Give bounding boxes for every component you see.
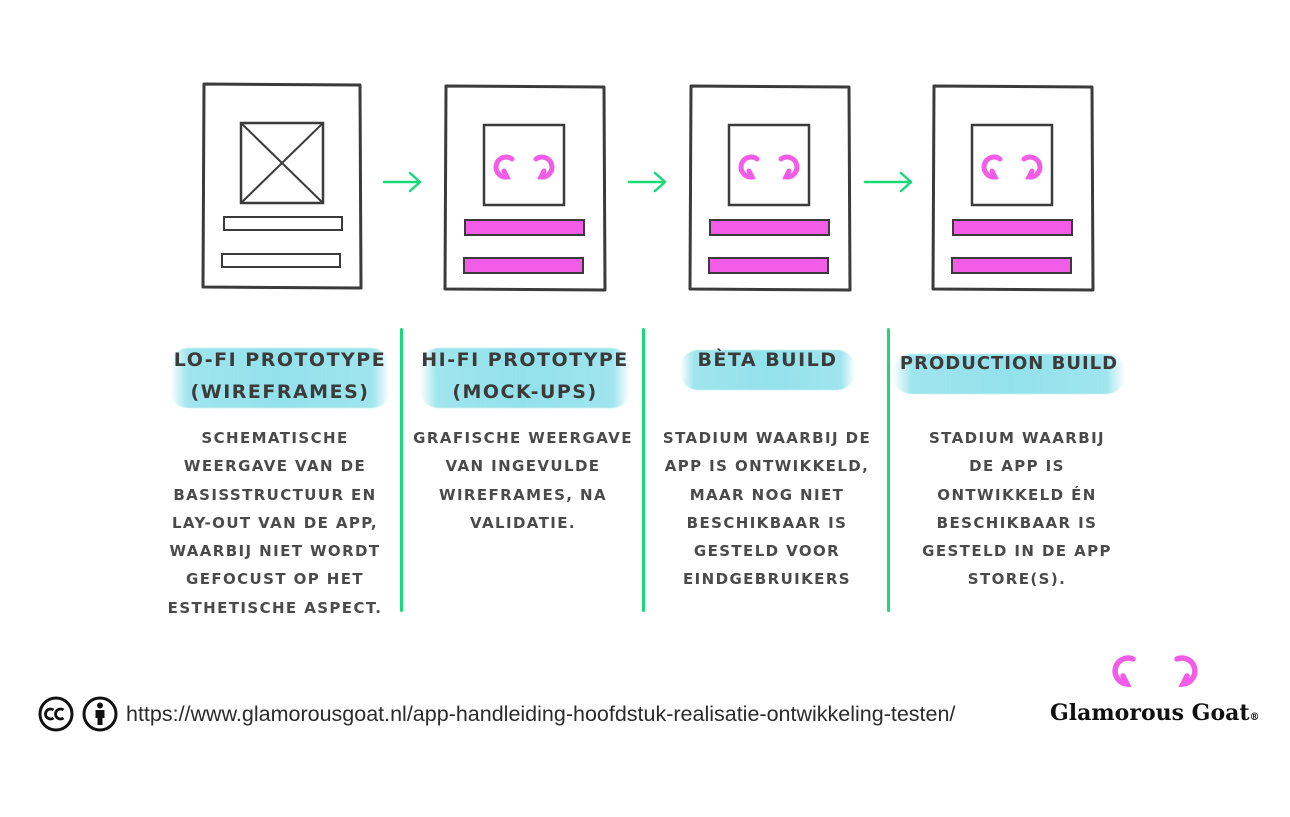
image-placeholder-icon <box>239 121 325 205</box>
highlight-brush <box>680 350 855 390</box>
text-line-placeholder <box>221 253 341 268</box>
goat-logo-icon <box>493 154 555 180</box>
cc-icon <box>38 696 74 732</box>
stage-description: Grafische weergave van ingevulde wirefra… <box>413 429 633 532</box>
column-divider <box>642 328 645 612</box>
arrow-right-icon <box>863 171 913 193</box>
stage-title-line: Lo-fi prototype <box>173 349 387 371</box>
stage-title-line: Production build <box>899 353 1119 374</box>
mockup-card <box>688 84 852 292</box>
column-divider <box>400 328 403 612</box>
source-url[interactable]: https://www.glamorousgoat.nl/app-handlei… <box>126 701 956 726</box>
by-person-icon <box>82 696 118 732</box>
wireframe-card <box>201 82 363 290</box>
stage-title-line: Bèta build <box>697 349 838 371</box>
brand: Glamorous Goat® <box>1050 650 1260 740</box>
mockup-card <box>443 84 607 292</box>
goat-logo-icon <box>738 154 800 180</box>
goat-logo-icon <box>1112 655 1198 688</box>
stage-description: Stadium waarbij de app is ontwikkeld, ma… <box>662 429 872 589</box>
arrow-right-icon <box>382 171 422 193</box>
stage-title: Bèta build <box>680 344 855 390</box>
text-line-placeholder <box>223 216 343 231</box>
arrow-right-icon <box>627 171 667 193</box>
stage-title: Hi-fi prototype (mock-ups) <box>420 344 630 408</box>
brand-name: Glamorous Goat® <box>1050 700 1260 726</box>
stage-title-line: Hi-fi prototype <box>421 349 629 371</box>
stage-title-line: (wireframes) <box>190 381 370 403</box>
registered-mark: ® <box>1249 712 1260 723</box>
stage-title: Production build <box>893 348 1125 394</box>
license-footer: https://www.glamorousgoat.nl/app-handlei… <box>38 694 955 734</box>
column-divider <box>887 328 890 612</box>
stage-title-line: (mock-ups) <box>452 381 598 403</box>
highlight-brush <box>170 348 390 408</box>
stage-description: Schematische weergave van de basisstruct… <box>167 429 383 617</box>
stage-title: Lo-fi prototype (wireframes) <box>170 344 390 408</box>
highlight-brush <box>893 354 1125 394</box>
mockup-card <box>931 84 1095 292</box>
goat-logo-icon <box>981 154 1043 180</box>
highlight-brush <box>420 348 630 408</box>
stage-description: Stadium waarbij de app is ontwikkeld én … <box>922 429 1112 589</box>
